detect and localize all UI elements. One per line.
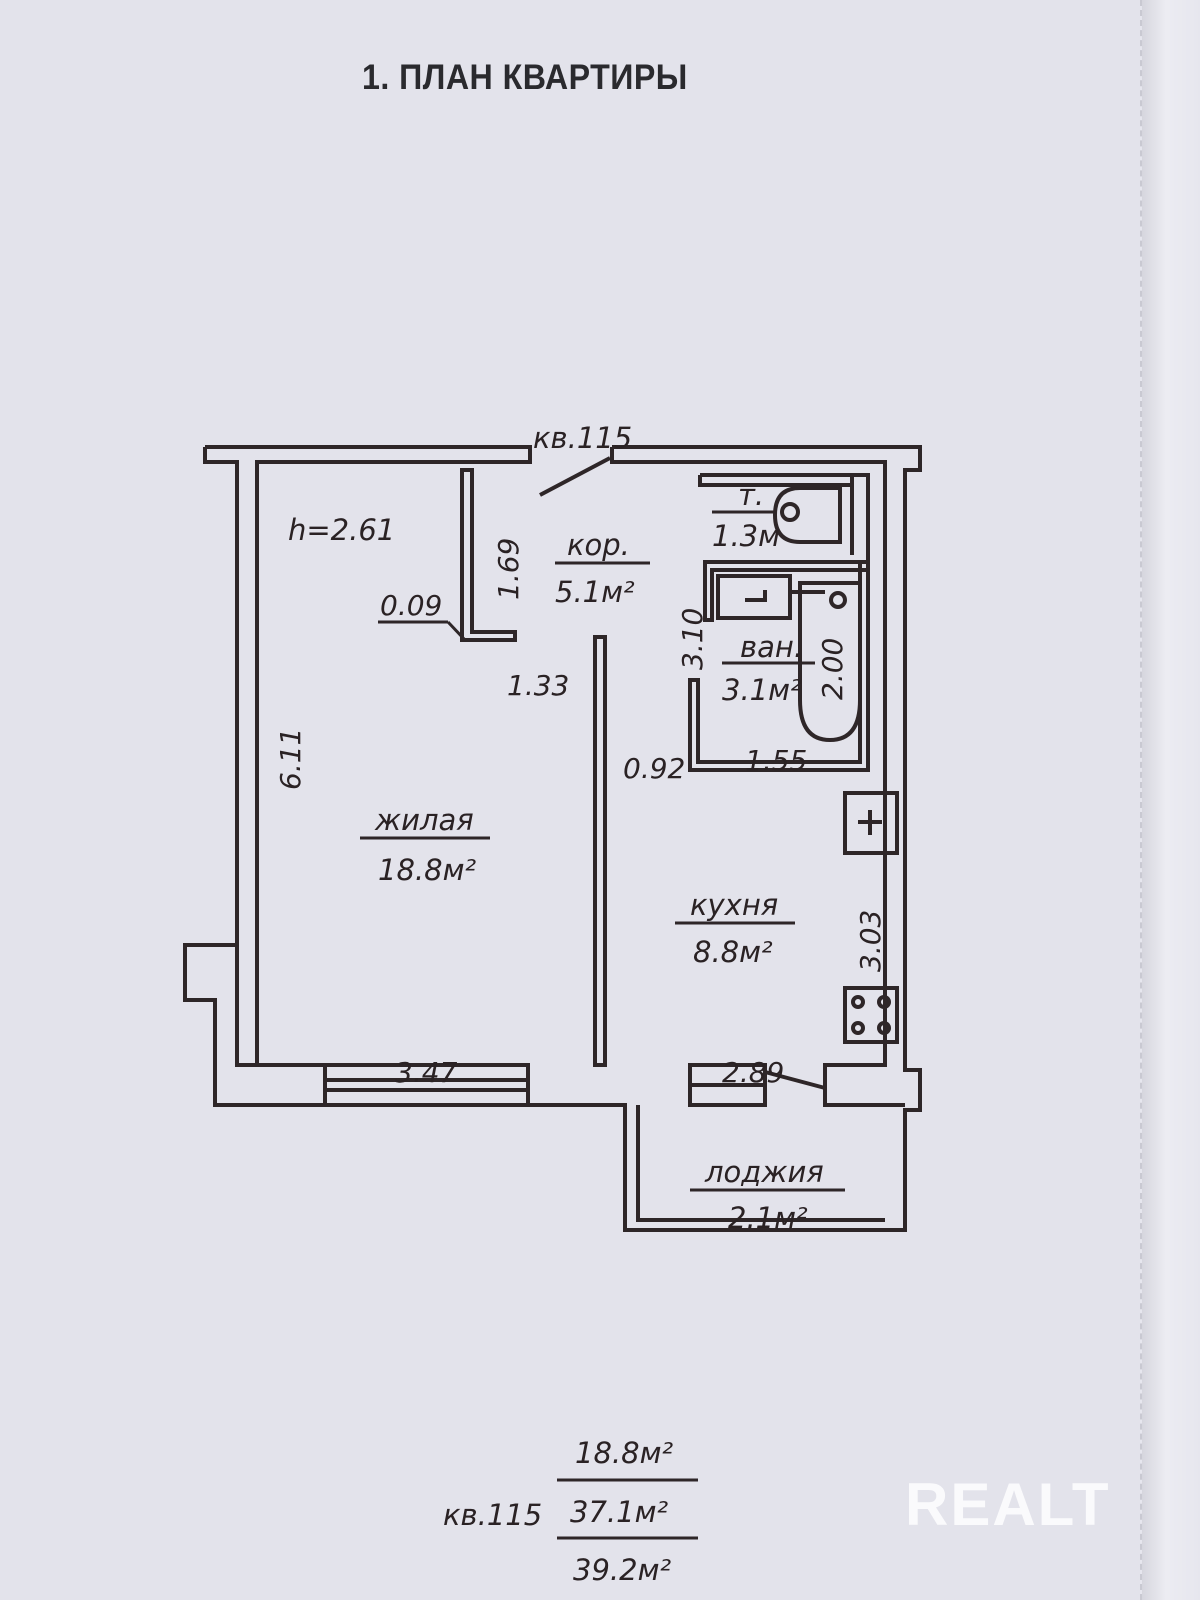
corridor-name: кор. (567, 528, 630, 562)
dim-kitchen-width: 2.89 (722, 1056, 784, 1089)
ceiling-height: h=2.61 (288, 513, 395, 547)
page-title: 1. ПЛАН КВАРТИРЫ (362, 58, 688, 97)
dim-bath-length: 3.10 (676, 608, 709, 670)
dim-passage: 0.92 (623, 752, 685, 785)
apartment-label: кв.115 (533, 421, 632, 455)
dim-living-length: 6.11 (274, 728, 307, 790)
dim-closet-depth: 1.69 (492, 538, 525, 600)
toilet-area: 1.3м (712, 519, 780, 553)
realt-watermark: REALT (905, 1471, 1111, 1538)
corridor-area: 5.1м² (555, 575, 635, 609)
dim-kitchen-length: 3.03 (854, 910, 887, 972)
toilet-name: т. (738, 478, 764, 512)
loggia-area: 2.1м² (728, 1201, 808, 1235)
summary-apartment: кв.115 (443, 1498, 542, 1532)
dim-closet-width: 1.33 (507, 669, 569, 702)
kitchen-name: кухня (690, 888, 778, 922)
paper-fold (1140, 0, 1200, 1600)
dim-closet-wall: 0.09 (380, 589, 442, 622)
dim-living-width: 3.47 (395, 1056, 458, 1089)
summary-total-with-loggia: 39.2м² (573, 1553, 671, 1587)
dim-tub-length: 2.00 (816, 638, 849, 700)
bath-name: ван. (740, 630, 803, 664)
walls (183, 445, 922, 1232)
bath-area: 3.1м² (722, 673, 802, 707)
summary-living-area: 18.8м² (575, 1436, 673, 1470)
dim-bath-width: 1.55 (745, 744, 807, 777)
living-name: жилая (374, 803, 474, 837)
summary-total-area: 37.1м² (570, 1495, 668, 1529)
living-area: 18.8м² (378, 853, 476, 887)
kitchen-area: 8.8м² (693, 935, 773, 969)
loggia-name: лоджия (704, 1155, 824, 1189)
